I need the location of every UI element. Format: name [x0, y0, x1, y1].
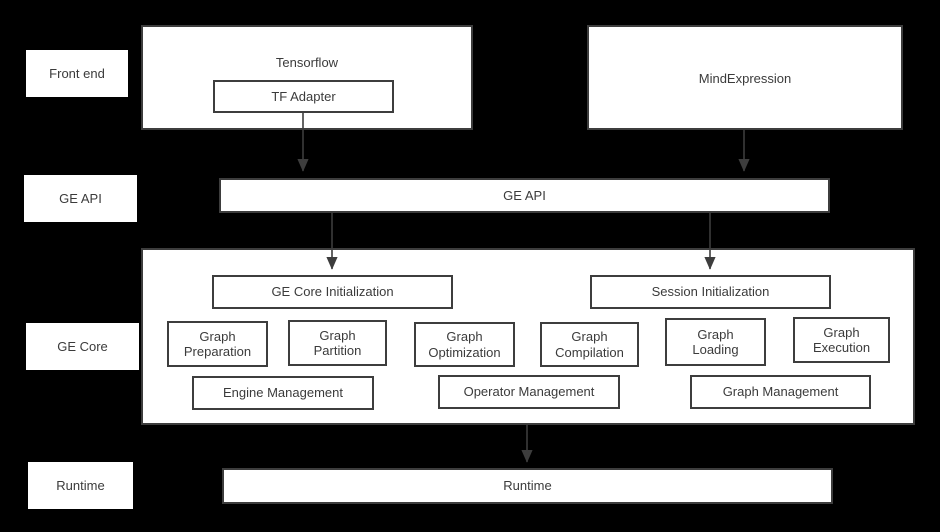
ge-core-initialization-box[interactable]: GE Core Initialization — [212, 275, 453, 309]
graph-execution-box[interactable]: Graph Execution — [793, 317, 890, 363]
engine-management-box[interactable]: Engine Management — [192, 376, 374, 410]
tf-adapter-box[interactable]: TF Adapter — [213, 80, 394, 113]
tensorflow-label: Tensorflow — [275, 55, 339, 70]
layer-label-ge-core: GE Core — [26, 323, 139, 370]
layer-label-runtime: Runtime — [28, 462, 133, 509]
graph-partition-box[interactable]: Graph Partition — [288, 320, 387, 366]
mindexpression-label: MindExpression — [698, 71, 792, 86]
session-initialization-box[interactable]: Session Initialization — [590, 275, 831, 309]
graph-management-box[interactable]: Graph Management — [690, 375, 871, 409]
graph-compilation-box[interactable]: Graph Compilation — [540, 322, 639, 367]
operator-management-box[interactable]: Operator Management — [438, 375, 620, 409]
layer-label-front-end: Front end — [26, 50, 128, 97]
ge-api-bar[interactable]: GE API — [219, 178, 830, 213]
graph-preparation-box[interactable]: Graph Preparation — [167, 321, 268, 367]
mindexpression-container[interactable] — [587, 25, 903, 130]
layer-label-ge-api: GE API — [24, 175, 137, 222]
graph-optimization-box[interactable]: Graph Optimization — [414, 322, 515, 367]
graph-loading-box[interactable]: Graph Loading — [665, 318, 766, 366]
runtime-bar[interactable]: Runtime — [222, 468, 833, 504]
tensorflow-container[interactable] — [141, 25, 473, 130]
